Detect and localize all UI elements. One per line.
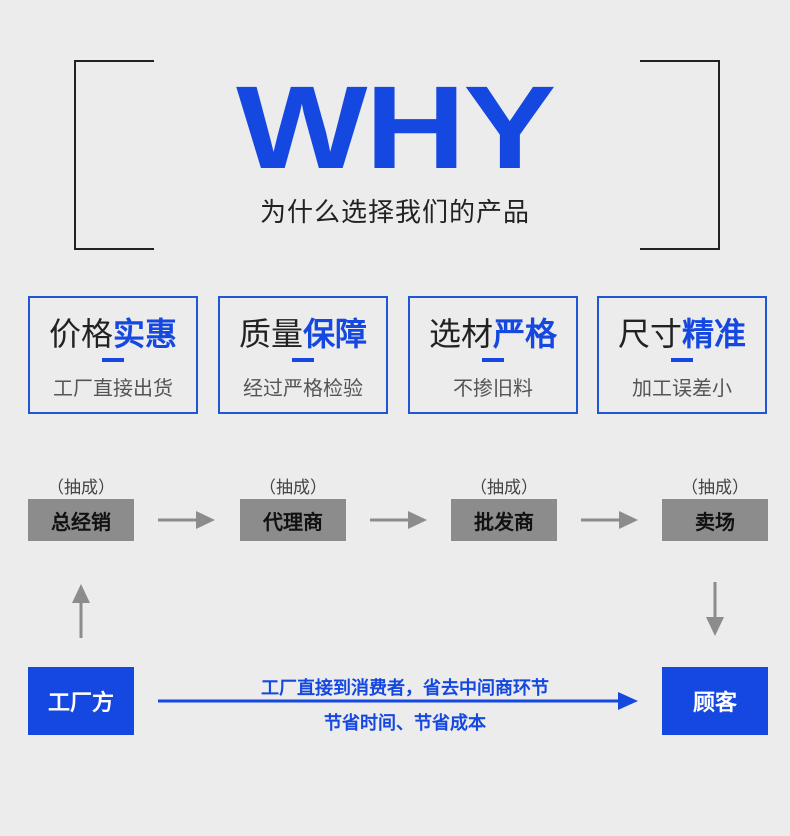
- feature-title-plain: 尺寸: [617, 315, 682, 353]
- feature-desc: 工厂直接出货: [53, 376, 173, 400]
- feature-title: 价格实惠: [30, 314, 196, 354]
- feature-title: 选材严格: [410, 314, 576, 354]
- chain-node-wholesaler: 批发商: [451, 499, 557, 541]
- chain-arrow-1: [158, 511, 215, 529]
- feature-title-accent: 实惠: [113, 315, 178, 353]
- chain-node-store: 卖场: [662, 499, 768, 541]
- feature-card-material: 选材严格 不掺旧料: [408, 296, 578, 414]
- chain-node-agent: 代理商: [240, 499, 346, 541]
- feature-divider: [292, 358, 314, 362]
- chain-node-distributor: 总经销: [28, 499, 134, 541]
- chain-arrow-2: [370, 511, 427, 529]
- why-title: WHY: [236, 62, 556, 194]
- why-subtitle: 为什么选择我们的产品: [259, 198, 530, 228]
- chain-arrow-3: [581, 511, 638, 529]
- feature-title-accent: 严格: [493, 315, 558, 353]
- down-arrow: [706, 582, 724, 636]
- feature-title-plain: 质量: [238, 315, 303, 353]
- left-bracket-frame: [74, 60, 154, 250]
- feature-desc: 不掺旧料: [453, 376, 533, 400]
- direct-arrow: [158, 692, 638, 710]
- commission-label: （抽成）: [47, 478, 115, 498]
- feature-title: 尺寸精准: [599, 314, 765, 354]
- customer-box: 顾客: [662, 667, 768, 735]
- direct-benefit-line1: 工厂直接到消费者，省去中间商环节: [261, 678, 549, 699]
- feature-card-price: 价格实惠 工厂直接出货: [28, 296, 198, 414]
- commission-label: （抽成）: [681, 478, 749, 498]
- right-bracket-frame: [640, 60, 720, 250]
- feature-card-size: 尺寸精准 加工误差小: [597, 296, 767, 414]
- feature-title-accent: 保障: [303, 315, 368, 353]
- feature-card-quality: 质量保障 经过严格检验: [218, 296, 388, 414]
- feature-title-plain: 选材: [428, 315, 493, 353]
- feature-desc: 经过严格检验: [243, 376, 363, 400]
- feature-title-accent: 精准: [682, 315, 747, 353]
- up-arrow: [72, 584, 90, 638]
- feature-title-plain: 价格: [48, 315, 113, 353]
- feature-divider: [671, 358, 693, 362]
- feature-title: 质量保障: [220, 314, 386, 354]
- feature-divider: [102, 358, 124, 362]
- commission-label: （抽成）: [470, 478, 538, 498]
- feature-desc: 加工误差小: [632, 376, 732, 400]
- feature-divider: [482, 358, 504, 362]
- factory-box: 工厂方: [28, 667, 134, 735]
- direct-benefit-line2: 节省时间、节省成本: [324, 713, 486, 734]
- commission-label: （抽成）: [259, 478, 327, 498]
